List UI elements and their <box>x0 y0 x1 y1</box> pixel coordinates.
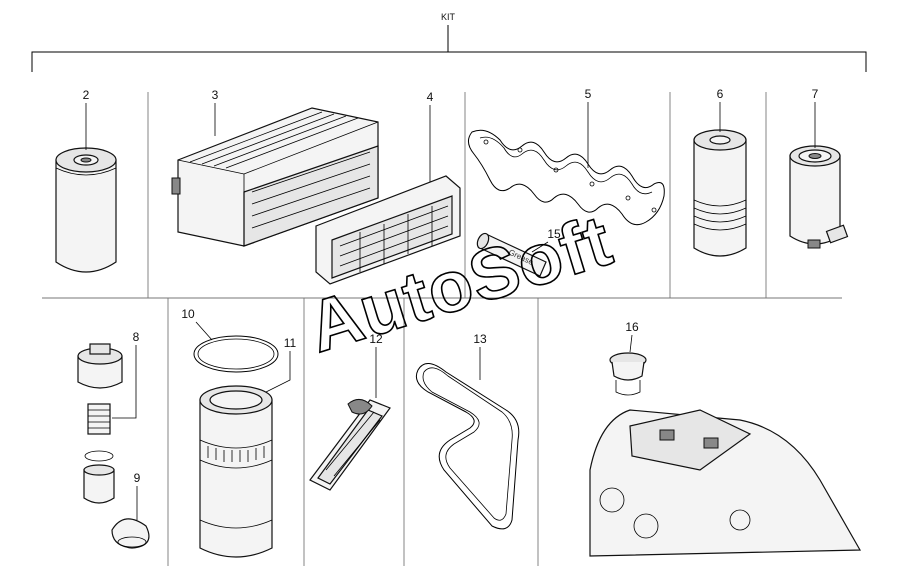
callout-3: 3 <box>212 88 219 102</box>
callout-5: 5 <box>585 87 592 101</box>
part-8-filter-housing <box>77 343 123 504</box>
section-grid <box>42 92 842 566</box>
callout-16: 16 <box>625 320 639 334</box>
callout-13: 13 <box>473 332 487 346</box>
kit-bracket: KIT <box>31 12 867 72</box>
part-15-grease-tube: Grease <box>476 232 547 277</box>
callout-2: 2 <box>83 88 90 102</box>
callout-8: 8 <box>133 330 140 344</box>
callouts: 2 3 4 5 6 7 8 9 10 11 12 13 15 16 <box>83 87 819 520</box>
part-3-air-filter <box>171 107 379 247</box>
callout-11: 11 <box>284 336 297 350</box>
callout-12: 12 <box>369 332 383 346</box>
part-12-panel-filter <box>309 399 391 491</box>
part-6-fuel-filter <box>693 129 747 257</box>
callout-15: 15 <box>547 227 561 241</box>
kit-label: KIT <box>441 12 456 22</box>
callout-7: 7 <box>812 87 819 101</box>
part-5-gasket <box>468 129 665 226</box>
part-13-belt <box>415 363 520 530</box>
callout-9: 9 <box>134 471 141 485</box>
part-9-valve <box>111 518 150 549</box>
part-10-o-ring <box>193 335 279 373</box>
part-16-cap-housing <box>589 352 862 557</box>
part-4-panel-filter <box>315 175 461 285</box>
callout-4: 4 <box>427 90 434 104</box>
part-11-cylinder-filter <box>199 385 273 558</box>
callout-6: 6 <box>717 87 724 101</box>
part-2-oil-filter <box>55 147 117 273</box>
callout-10: 10 <box>181 307 195 321</box>
part-7-fuel-separator <box>789 145 849 249</box>
